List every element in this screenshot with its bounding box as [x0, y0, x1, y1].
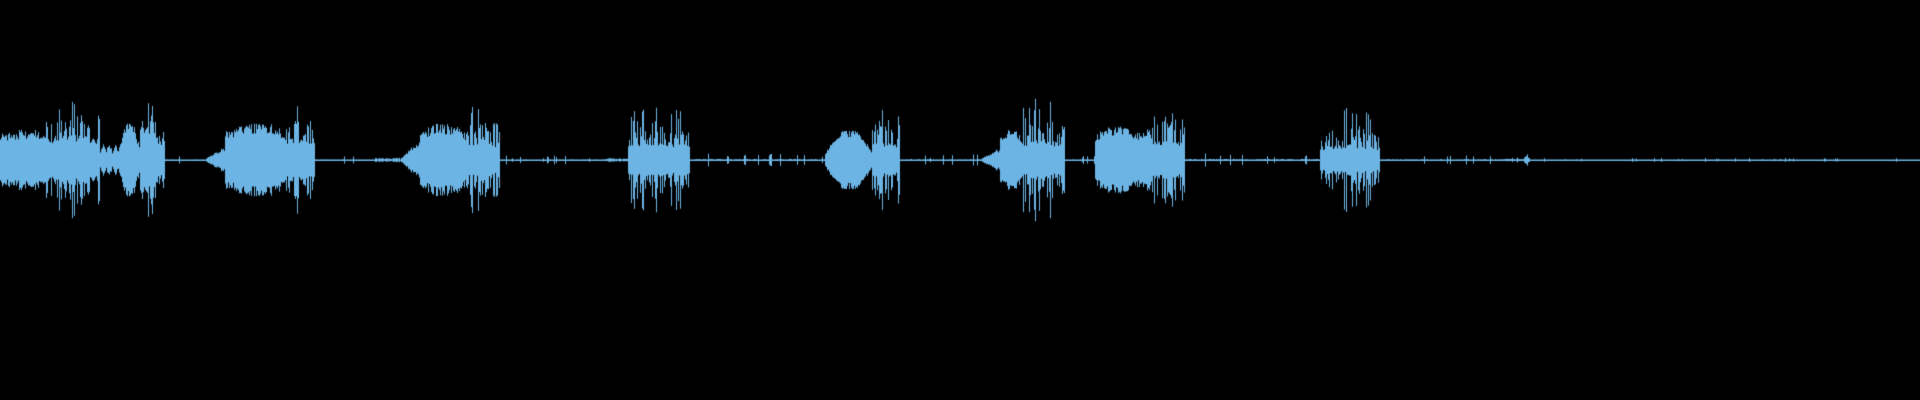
waveform-viewer[interactable]: [0, 0, 1920, 400]
waveform-canvas[interactable]: [0, 0, 1920, 400]
